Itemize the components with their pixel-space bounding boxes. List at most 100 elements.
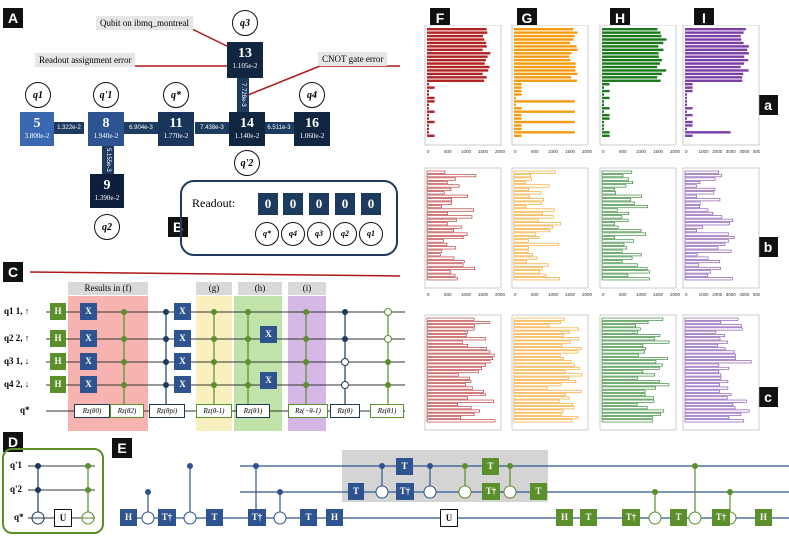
hist-bar	[602, 124, 604, 127]
hist-bar	[427, 124, 429, 127]
hist-bar	[513, 373, 583, 377]
x-gate-10: X	[260, 372, 277, 389]
hist-bar	[601, 170, 633, 174]
x-gate-8: X	[174, 376, 191, 393]
hist-bar	[601, 236, 615, 240]
readout-bit-3: 0	[309, 193, 329, 215]
hist-tick: 0	[602, 149, 605, 154]
hist-bar	[601, 232, 647, 236]
hist-bar	[601, 270, 650, 274]
group-label-f: Results in (f)	[68, 282, 148, 295]
hist-bar	[684, 412, 742, 416]
hist-bar	[684, 334, 726, 338]
hist-bar	[426, 360, 491, 364]
hist-tick: 2000	[670, 292, 681, 297]
h-gate-3: H	[50, 353, 66, 370]
hist-bar	[601, 256, 633, 260]
hist-bar	[427, 62, 485, 65]
hist-bar	[684, 191, 715, 195]
hist-bar	[602, 107, 610, 110]
hist-bar	[426, 399, 495, 403]
hist-bar	[601, 317, 664, 321]
x-gate-6: X	[174, 330, 191, 347]
hist-bar	[601, 222, 615, 226]
hist-tick: 1500	[653, 292, 664, 297]
hist-bar	[602, 103, 604, 107]
hist-frame-H0	[599, 25, 677, 146]
hist-bar	[602, 117, 610, 120]
readout-bit-2: 0	[283, 193, 303, 215]
panel-label-G: G	[517, 8, 537, 28]
hist-bar	[601, 187, 615, 191]
panel-label-A: A	[3, 8, 23, 28]
hist-bar	[426, 357, 493, 360]
hist-bar	[602, 89, 610, 93]
panel-label-E: E	[112, 438, 132, 458]
hist-tick: 0	[514, 149, 517, 154]
hist-bar	[685, 100, 687, 103]
hist-bar	[601, 347, 647, 351]
hist-bar	[684, 225, 704, 229]
hist-bar	[514, 55, 570, 58]
hist-bar	[514, 28, 574, 31]
hist-tick: 0	[602, 434, 605, 435]
qubit-circle-q1p: q'1	[93, 82, 119, 108]
hist-tick: 4000	[739, 292, 750, 297]
hist-bar	[513, 273, 547, 277]
hist-bar	[426, 373, 459, 377]
hist-bar	[601, 380, 660, 383]
hist-bar	[427, 58, 486, 62]
e-t-gate-7: T	[580, 509, 597, 526]
rz-gate-5: Rz(θ1)	[236, 404, 270, 418]
hist-bar	[427, 103, 429, 107]
hist-bar	[684, 198, 721, 202]
hist-bar	[601, 225, 619, 229]
qubit-circle-q1: q1	[25, 82, 51, 108]
hist-bar	[685, 86, 693, 89]
e-h-gate-4: H	[755, 509, 772, 526]
hist-bar	[684, 201, 701, 205]
hist-bar	[426, 327, 475, 331]
hist-tick: 1000	[461, 149, 472, 154]
hist-bar	[427, 31, 488, 34]
panel-d-row-1: q'1	[10, 460, 23, 470]
hist-bar	[684, 406, 736, 410]
hist-bar	[685, 134, 693, 137]
hist-bar	[426, 403, 458, 406]
hist-bar	[601, 353, 639, 357]
panel-d-row-2: q'2	[10, 484, 23, 494]
hist-tick: 2000	[670, 149, 681, 154]
hist-tick: 1000	[699, 434, 710, 435]
hist-bar	[427, 93, 429, 96]
hist-bar	[427, 131, 429, 134]
hist-bar	[427, 52, 491, 55]
hist-bar	[514, 120, 575, 124]
hist-bar	[602, 41, 664, 45]
hist-bar	[513, 343, 563, 347]
hist-bar	[426, 416, 462, 420]
hist-bar	[426, 370, 479, 374]
panel-label-H: H	[610, 8, 630, 28]
hist-bar	[602, 134, 610, 137]
e-h-gate-3: H	[556, 509, 573, 526]
hist-bar	[426, 330, 468, 334]
hist-bar	[601, 327, 641, 331]
link-13-14: 7.728e-3	[237, 78, 249, 112]
hist-tick: 0	[685, 434, 688, 435]
hist-bar	[426, 208, 474, 212]
hist-bar	[602, 65, 658, 69]
hist-bar	[427, 55, 488, 58]
hist-bar	[513, 386, 548, 390]
hist-bar	[685, 124, 693, 127]
hist-bar	[685, 45, 749, 48]
e-tdg-gate-4: T†	[482, 483, 500, 500]
hist-bar	[684, 205, 701, 209]
hist-bar	[685, 31, 744, 34]
hist-bar	[426, 324, 475, 328]
hist-tick: 0	[514, 292, 517, 297]
hist-bar	[601, 412, 661, 416]
hist-frame-G0	[511, 25, 589, 146]
